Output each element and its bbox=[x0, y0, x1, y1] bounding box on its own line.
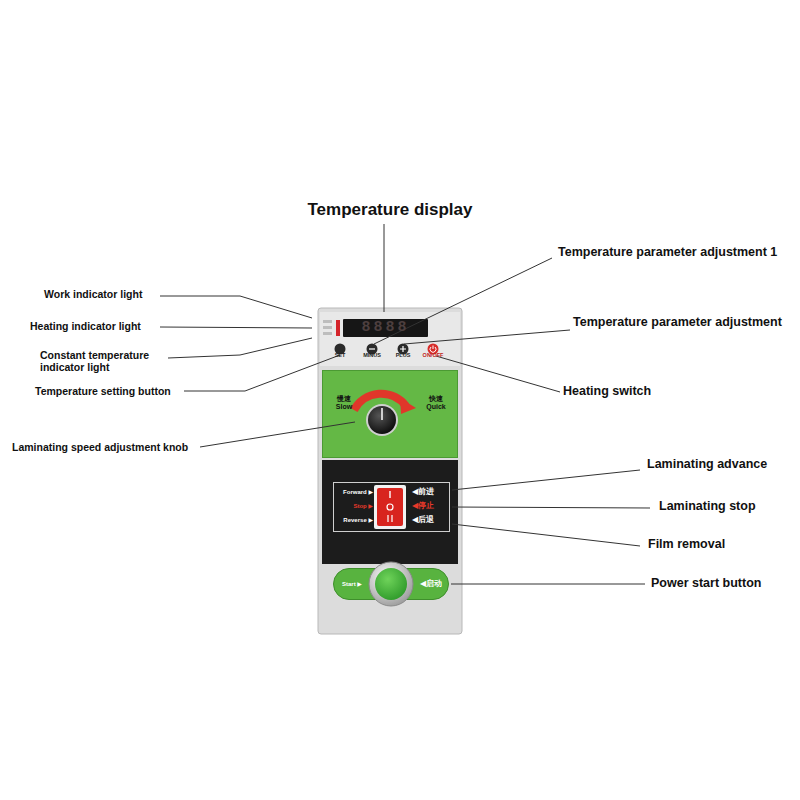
button-label: PLUS bbox=[391, 352, 415, 358]
callout-label: Heating switch bbox=[563, 384, 693, 398]
display-digits: 8888 bbox=[343, 319, 428, 337]
callout-label: Laminating speed adjustment knob bbox=[12, 441, 212, 453]
callout-label: Temperature setting button bbox=[35, 385, 195, 397]
speed-panel: 慢速 Slow 快速 Quick bbox=[322, 370, 458, 458]
switch-label: ◀前进 bbox=[412, 487, 448, 496]
callout-label: Constant temperature indicator light bbox=[40, 349, 165, 373]
switch-label: Forward ▶ bbox=[335, 489, 373, 496]
leader-line bbox=[168, 338, 312, 358]
callout-label: Temperature parameter adjustment bbox=[573, 315, 798, 329]
speed-label: 快速 Quick bbox=[424, 395, 448, 411]
rocker-switch bbox=[377, 488, 403, 526]
callout-label: Laminating advance bbox=[647, 457, 797, 471]
callout-label: Laminating stop bbox=[659, 499, 799, 513]
rocker-stop-mark bbox=[387, 504, 393, 510]
rocker-forward-mark bbox=[389, 491, 390, 498]
temperature-display: 8888 bbox=[343, 319, 428, 337]
leader-line bbox=[160, 296, 312, 318]
leader-lines bbox=[160, 224, 650, 584]
rocker-frame bbox=[374, 485, 406, 529]
start-band: Start ▶ ◀启动 bbox=[333, 568, 449, 600]
callout-label: Temperature parameter adjustment 1 bbox=[558, 245, 798, 259]
device-body bbox=[318, 308, 462, 634]
start-label: ◀启动 bbox=[416, 579, 446, 588]
leader-line bbox=[184, 355, 340, 391]
leader-line bbox=[451, 584, 645, 585]
callout-label: Heating indicator light bbox=[30, 320, 180, 332]
callout-label: Work indicator light bbox=[44, 288, 194, 300]
callout-label: Temperature display bbox=[290, 200, 490, 220]
leader-line bbox=[160, 327, 312, 328]
callout-label: Film removal bbox=[648, 537, 798, 551]
switch-legend-box: Forward ▶ Stop ▶ Reverse ▶ ◀前进 ◀停止 ◀后退 bbox=[333, 482, 450, 532]
rocker-reverse-mark bbox=[388, 515, 392, 522]
leader-line bbox=[452, 470, 640, 490]
callout-label: Power start button bbox=[651, 576, 800, 590]
button-label: ON/OFF bbox=[419, 352, 447, 358]
switch-label: ◀停止 bbox=[412, 501, 448, 510]
start-label: Start ▶ bbox=[338, 581, 366, 588]
button-label: MINUS bbox=[360, 352, 384, 358]
button-label: SET bbox=[328, 352, 352, 358]
switch-label: ◀后退 bbox=[412, 515, 448, 524]
leader-line bbox=[452, 507, 650, 508]
leader-line bbox=[384, 224, 385, 312]
speed-label: 慢速 Slow bbox=[332, 395, 356, 411]
switch-label: Reverse ▶ bbox=[335, 517, 373, 524]
leader-line bbox=[452, 524, 640, 546]
control-panel: SET MINUS PLUS ON/OFF 8888 bbox=[320, 312, 460, 366]
black-panel bbox=[322, 460, 458, 564]
switch-label: Stop ▶ bbox=[335, 503, 373, 510]
